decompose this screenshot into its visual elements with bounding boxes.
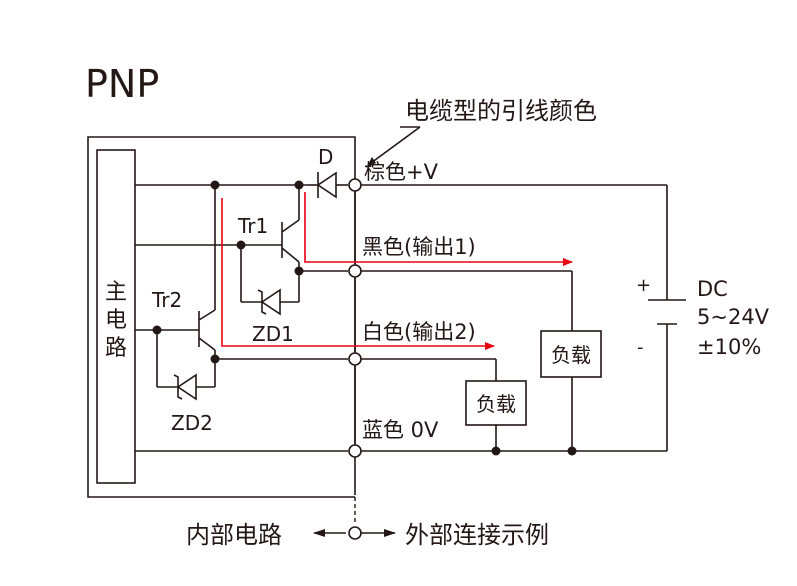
label-white-output2: 白色(输出2) — [362, 320, 476, 344]
label-black-output1: 黑色(输出1) — [362, 235, 476, 259]
tr1-collector — [281, 247, 300, 263]
diode-d-icon — [316, 171, 337, 199]
callout-arrow-icon — [366, 157, 376, 168]
label-brown-plus-v: 棕色+V — [364, 160, 439, 184]
tr2-collector — [198, 337, 216, 351]
load-1-box — [540, 330, 602, 378]
supply-type: DC — [697, 277, 728, 301]
zd1-label: ZD1 — [252, 322, 294, 346]
tr2-emitter — [198, 309, 216, 321]
supply-plus-sign: + — [636, 275, 651, 296]
tr2-label: Tr2 — [151, 288, 182, 312]
diagram-title: PNP — [85, 62, 159, 106]
main-circuit-box — [96, 149, 136, 484]
diode-d-label: D — [318, 145, 333, 169]
footer-external-label: 外部连接示例 — [405, 521, 549, 549]
boundary-terminal — [348, 526, 362, 540]
tr1-emitter — [281, 219, 300, 233]
terminal-brown — [348, 178, 362, 192]
zd2-label: ZD2 — [171, 411, 213, 435]
callout-leader — [370, 126, 421, 164]
main-circuit-char-1: 主 — [105, 280, 127, 305]
zener-zd2-icon — [176, 373, 197, 401]
supply-range: 5~24V — [697, 305, 770, 329]
terminal-white — [348, 352, 362, 366]
zener-zd1-icon — [260, 288, 281, 316]
tr1-label: Tr1 — [237, 214, 268, 238]
load-1-label: 负载 — [551, 343, 591, 367]
terminal-blue — [348, 444, 362, 458]
current-path-output2 — [221, 198, 495, 350]
label-blue-0v: 蓝色 0V — [362, 418, 439, 442]
current-path-output1 — [304, 192, 573, 266]
main-circuit-char-3: 路 — [105, 336, 127, 361]
supply-tolerance: ±10% — [697, 335, 761, 359]
main-circuit-char-2: 电 — [105, 308, 127, 333]
callout-label: 电缆型的引线颜色 — [405, 97, 597, 125]
terminal-black — [348, 264, 362, 278]
supply-minus-sign: - — [637, 337, 644, 358]
footer-internal-label: 内部电路 — [186, 521, 282, 549]
load-2-label: 负载 — [476, 392, 516, 416]
